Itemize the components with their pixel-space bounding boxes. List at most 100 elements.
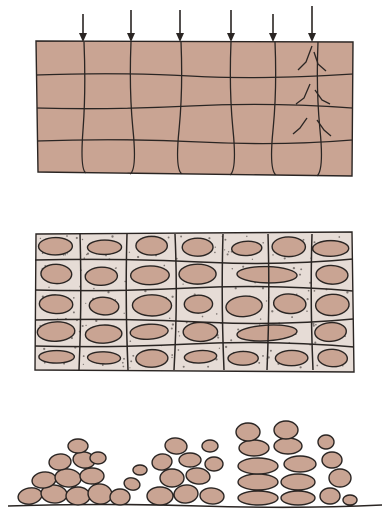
- mortar-speck: [83, 355, 85, 357]
- mortar-speck: [183, 366, 185, 368]
- mortar-speck: [303, 239, 305, 241]
- mortar-speck: [48, 287, 49, 288]
- rubble-stone: [80, 468, 104, 484]
- rubble-stone: [68, 439, 88, 453]
- mortar-speck: [85, 325, 86, 326]
- mortar-speck: [262, 242, 264, 244]
- rubble-stone: [179, 453, 201, 467]
- mortar-speck: [202, 316, 204, 318]
- mortar-speck: [230, 339, 232, 341]
- mortar-speck: [293, 267, 295, 269]
- rubble-stone: [238, 474, 278, 490]
- mortar-speck: [262, 355, 264, 357]
- brick-remnant: [313, 240, 349, 256]
- rubble-stone: [318, 435, 334, 449]
- mortar-speck: [300, 268, 302, 270]
- mortar-speck: [306, 310, 308, 312]
- brick-remnant: [131, 266, 170, 285]
- rubble-stone: [284, 456, 316, 472]
- brick-remnant: [272, 237, 305, 257]
- mortar-speck: [224, 249, 225, 250]
- mortar-speck: [315, 324, 317, 326]
- rubble-stone: [202, 440, 218, 452]
- rubble-stone: [274, 438, 302, 454]
- mortar-speck: [314, 341, 316, 343]
- brick-remnant: [183, 322, 217, 341]
- rubble-stone: [199, 487, 224, 505]
- mortar-speck: [242, 266, 244, 268]
- rubble-stone: [160, 469, 184, 487]
- mortar-speck: [262, 287, 264, 289]
- mortar-speck: [316, 365, 318, 367]
- mortar-speck: [171, 327, 173, 329]
- mortar-speck: [260, 318, 261, 319]
- mortar-speck: [85, 303, 86, 304]
- mortar-speck: [93, 288, 95, 290]
- mortar-speck: [246, 236, 247, 237]
- mortar-speck: [122, 362, 124, 364]
- rubble-stone: [343, 495, 357, 505]
- mortar-speck: [346, 291, 348, 293]
- mortar-speck: [83, 364, 84, 365]
- intact-wall-panel: [36, 6, 353, 176]
- mortar-speck: [130, 360, 132, 362]
- rubble-stone: [320, 488, 340, 504]
- mortar-speck: [43, 348, 45, 350]
- mortar-speck: [123, 358, 125, 360]
- brick-remnant: [38, 237, 72, 255]
- mortar-speck: [208, 237, 210, 239]
- mortar-speck: [163, 265, 165, 267]
- mortar-speck: [227, 253, 229, 255]
- mortar-speck: [237, 328, 239, 330]
- load-arrow: [176, 10, 184, 42]
- mortar-speck: [132, 355, 134, 357]
- brick-remnant: [136, 349, 169, 368]
- rubble-stone: [147, 487, 173, 505]
- mortar-speck: [235, 287, 237, 289]
- mortar-speck: [180, 236, 182, 238]
- mortar-speck: [291, 316, 293, 318]
- degraded-wall-panel: [35, 232, 354, 372]
- mortar-speck: [137, 256, 139, 258]
- load-arrows: [79, 6, 316, 42]
- rubble-stones: [17, 421, 357, 506]
- mortar-speck: [129, 252, 130, 253]
- mortar-speck: [123, 366, 125, 368]
- mortar-speck: [216, 313, 218, 315]
- rubble-stone: [281, 474, 315, 490]
- mortar-speck: [171, 296, 173, 298]
- mortar-speck: [272, 254, 274, 256]
- rubble-stone: [110, 489, 130, 505]
- rubble-stone: [322, 452, 342, 468]
- mortar-speck: [217, 337, 219, 339]
- brick-remnant: [87, 351, 120, 364]
- rubble-stone: [205, 457, 223, 471]
- mortar-speck: [76, 237, 78, 239]
- brick-remnant: [182, 238, 213, 256]
- rubble-stone: [329, 469, 351, 487]
- mortar-speck: [266, 300, 267, 301]
- rubble-stone: [133, 465, 147, 475]
- rubble-stone: [48, 453, 71, 471]
- mortar-speck: [271, 310, 273, 312]
- mortar-speck: [225, 346, 227, 348]
- mortar-speck: [82, 325, 84, 327]
- mortar-speck: [207, 366, 209, 368]
- rubble-stone: [123, 476, 142, 492]
- mortar-speck: [215, 247, 216, 248]
- brick-remnant: [39, 294, 73, 314]
- mortar-speck: [116, 267, 117, 268]
- mortar-speck: [228, 251, 230, 253]
- brick-remnant: [179, 264, 216, 284]
- brick-remnant: [41, 264, 73, 284]
- mortar-speck: [102, 364, 104, 366]
- load-arrow: [227, 10, 235, 42]
- mortar-speck: [73, 311, 75, 313]
- mortar-speck: [338, 236, 340, 238]
- brick-remnant: [184, 295, 213, 313]
- rubble-stone: [17, 486, 43, 506]
- brick-remnant: [136, 236, 167, 255]
- load-arrow: [269, 14, 277, 42]
- mortar-speck: [219, 348, 220, 349]
